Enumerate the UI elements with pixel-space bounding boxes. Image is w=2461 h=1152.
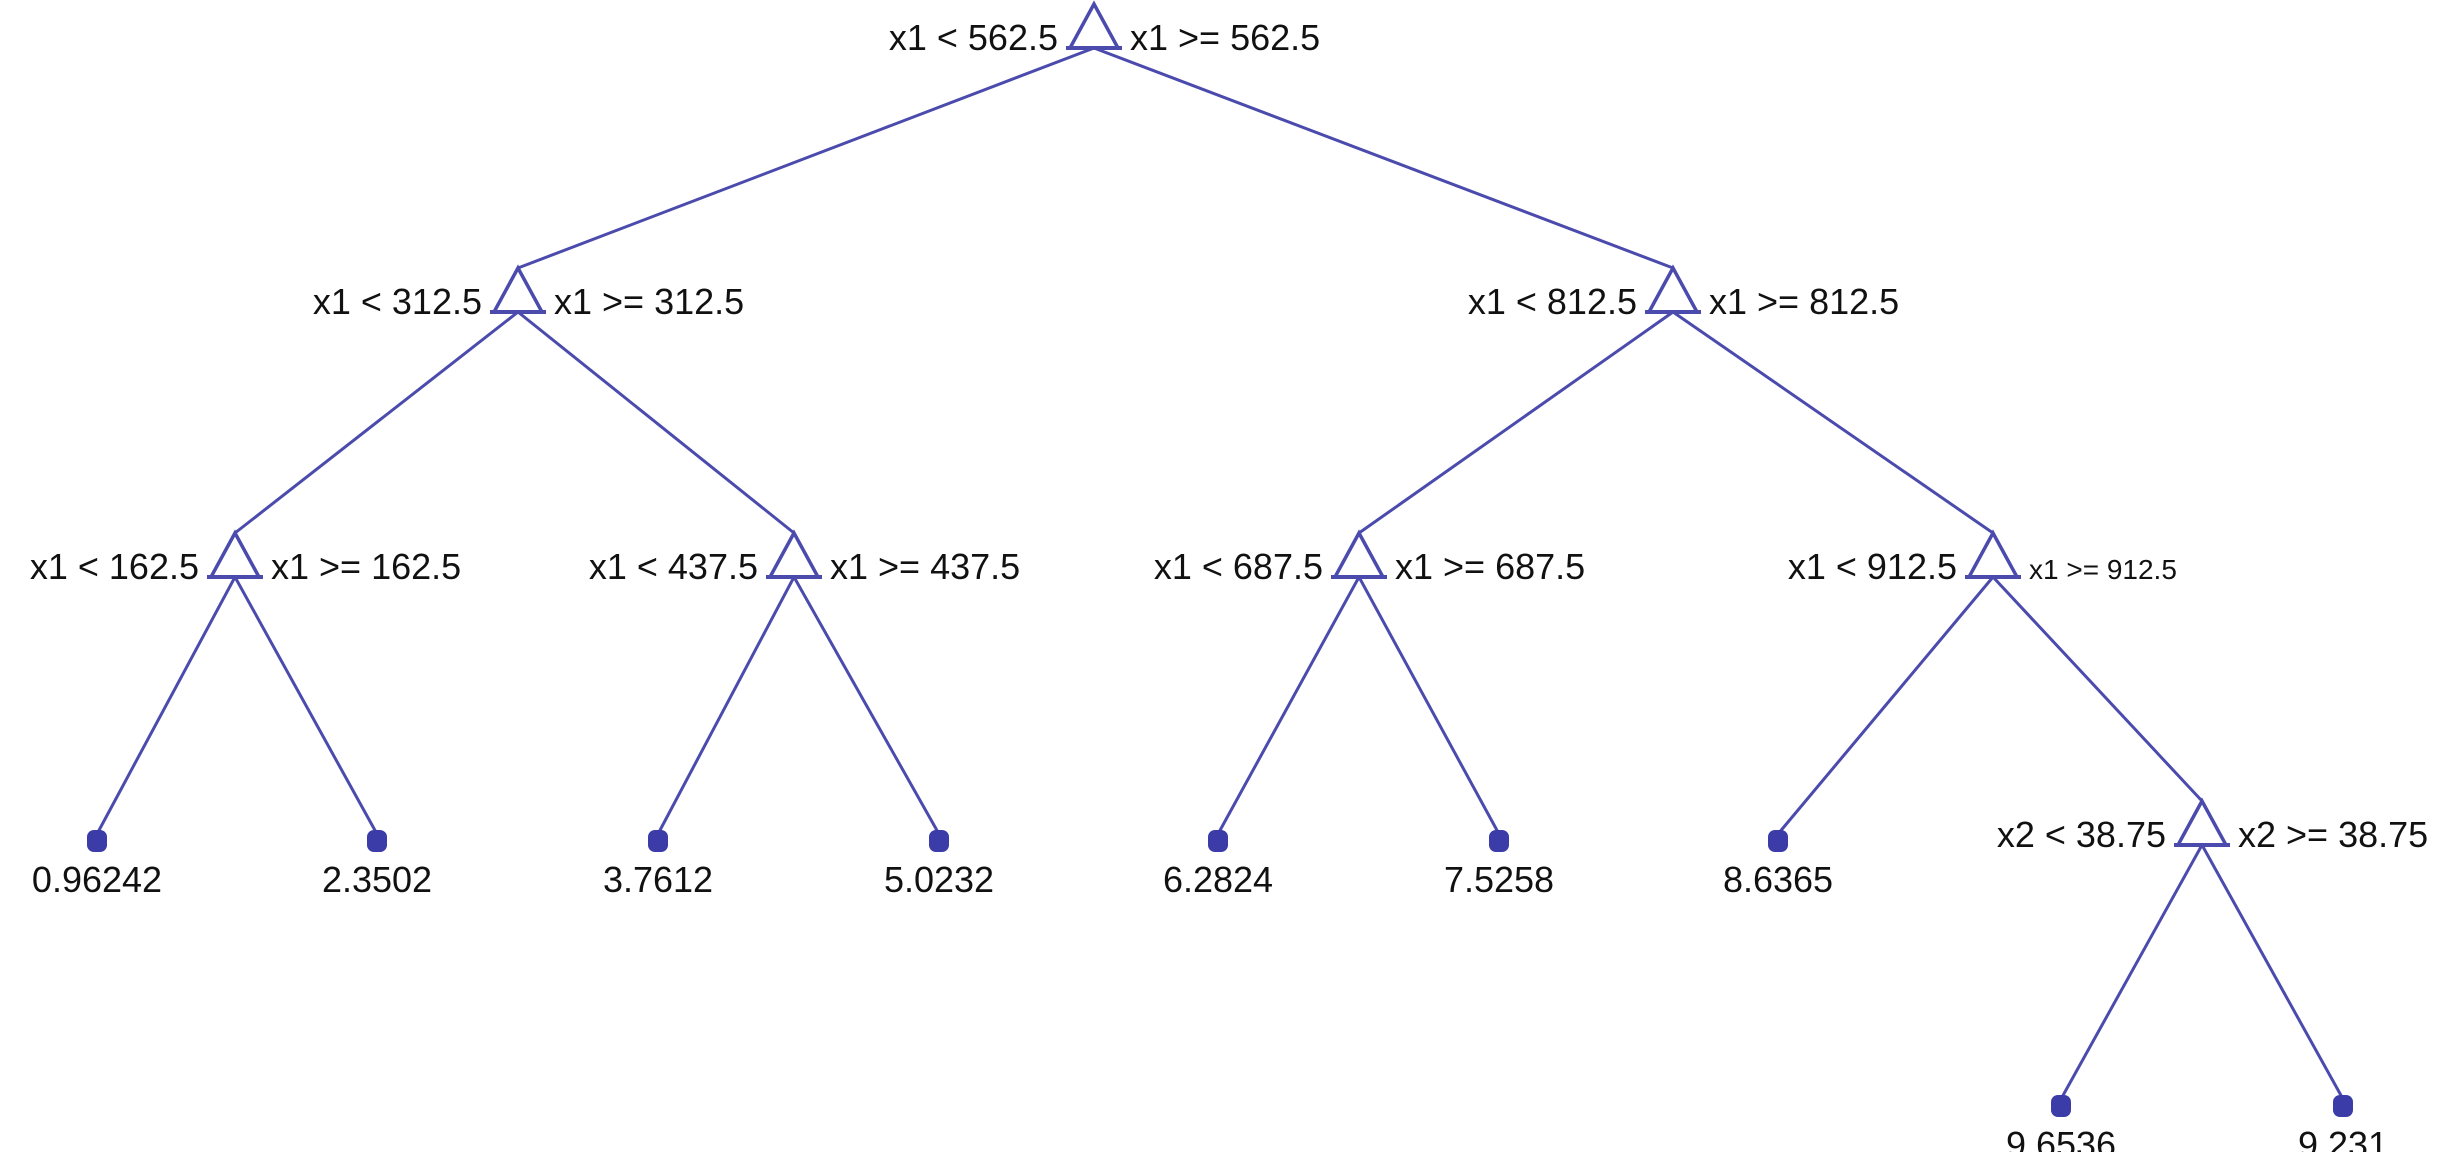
- split-node-n5: x1 < 437.5 x1 >= 437.5: [589, 529, 1020, 587]
- split-left-label: x1 < 162.5: [30, 546, 199, 587]
- split-left-label: x1 < 687.5: [1154, 546, 1323, 587]
- leaf-node-l1: 0.96242: [32, 830, 162, 900]
- tree-edge: [517, 310, 795, 535]
- triangle-node-icon: [1966, 529, 2020, 579]
- split-right-label: x1 >= 687.5: [1395, 546, 1585, 587]
- leaf-value: 6.2824: [1163, 859, 1273, 900]
- tree-edge: [2059, 844, 2204, 1100]
- leaf-dot-icon: [367, 830, 387, 852]
- triangle-node-icon: [767, 529, 821, 579]
- tree-edge: [95, 576, 237, 835]
- tree-edge: [233, 576, 379, 835]
- triangle-node-icon: [1332, 529, 1386, 579]
- split-left-label: x1 < 912.5: [1788, 546, 1957, 587]
- split-right-label: x1 >= 312.5: [554, 281, 744, 322]
- tree-edge: [2200, 844, 2345, 1100]
- leaf-value: 3.7612: [603, 859, 713, 900]
- split-node-n6: x1 < 687.5 x1 >= 687.5: [1154, 529, 1585, 587]
- triangle-node-icon: [491, 264, 545, 314]
- leaf-value: 7.5258: [1444, 859, 1554, 900]
- leaf-value: 8.6365: [1723, 859, 1833, 900]
- split-right-label: x1 >= 437.5: [830, 546, 1020, 587]
- leaf-node-l9: 9.231: [2298, 1095, 2388, 1152]
- leaf-node-l6: 7.5258: [1444, 830, 1554, 900]
- leaf-dot-icon: [2333, 1095, 2353, 1117]
- leaf-dot-icon: [87, 830, 107, 852]
- leaf-dot-icon: [1768, 830, 1788, 852]
- leaf-value: 5.0232: [884, 859, 994, 900]
- split-right-label: x1 >= 912.5: [2029, 554, 2177, 585]
- triangle-node-icon: [208, 529, 262, 579]
- edges-layer: [95, 46, 2345, 1100]
- leaf-dot-icon: [648, 830, 668, 852]
- tree-edge: [1358, 310, 1674, 535]
- split-right-label: x1 >= 162.5: [271, 546, 461, 587]
- leaf-value: 9.231: [2298, 1124, 2388, 1152]
- tree-edge: [1776, 576, 1995, 835]
- tree-edge: [1357, 576, 1501, 835]
- tree-edge: [1216, 576, 1361, 835]
- tree-edge: [792, 576, 941, 835]
- leaf-node-l7: 8.6365: [1723, 830, 1833, 900]
- split-left-label: x1 < 437.5: [589, 546, 758, 587]
- leaf-value: 2.3502: [322, 859, 432, 900]
- leaf-node-l8: 9.6536: [2006, 1095, 2116, 1152]
- leaf-dot-icon: [929, 830, 949, 852]
- triangle-node-icon: [1067, 0, 1121, 50]
- split-node-n1: x1 < 562.5 x1 >= 562.5: [889, 0, 1320, 58]
- split-right-label: x1 >= 562.5: [1130, 17, 1320, 58]
- tree-edge: [1093, 46, 1674, 270]
- leaf-dot-icon: [1489, 830, 1509, 852]
- tree-edge: [1991, 575, 2204, 803]
- leaf-value: 9.6536: [2006, 1124, 2116, 1152]
- split-node-n8: x2 < 38.75 x2 >= 38.75: [1997, 797, 2428, 855]
- split-left-label: x1 < 312.5: [313, 281, 482, 322]
- triangle-node-icon: [2175, 797, 2229, 847]
- leaf-node-l5: 6.2824: [1163, 830, 1273, 900]
- tree-edge: [517, 46, 1095, 270]
- leaf-node-l3: 3.7612: [603, 830, 713, 900]
- split-left-label: x1 < 562.5: [889, 17, 1058, 58]
- split-right-label: x1 >= 812.5: [1709, 281, 1899, 322]
- leaf-dot-icon: [1208, 830, 1228, 852]
- split-right-label: x2 >= 38.75: [2238, 814, 2428, 855]
- leaf-node-l2: 2.3502: [322, 830, 432, 900]
- split-node-n4: x1 < 162.5 x1 >= 162.5: [30, 529, 461, 587]
- leaf-node-l4: 5.0232: [884, 830, 994, 900]
- tree-edge: [234, 310, 519, 535]
- split-left-label: x1 < 812.5: [1468, 281, 1637, 322]
- tree-edge: [1672, 310, 1994, 535]
- split-left-label: x2 < 38.75: [1997, 814, 2166, 855]
- leaf-value: 0.96242: [32, 859, 162, 900]
- triangle-node-icon: [1646, 264, 1700, 314]
- leaf-dot-icon: [2051, 1095, 2071, 1117]
- nodes-layer: x1 < 562.5 x1 >= 562.5 x1 < 312.5 x1 >= 312…: [30, 0, 2428, 1152]
- tree-edge: [656, 576, 796, 835]
- split-node-n2: x1 < 312.5 x1 >= 312.5: [313, 264, 744, 322]
- split-node-n7: x1 < 912.5 x1 >= 912.5: [1788, 529, 2177, 587]
- split-node-n3: x1 < 812.5 x1 >= 812.5: [1468, 264, 1899, 322]
